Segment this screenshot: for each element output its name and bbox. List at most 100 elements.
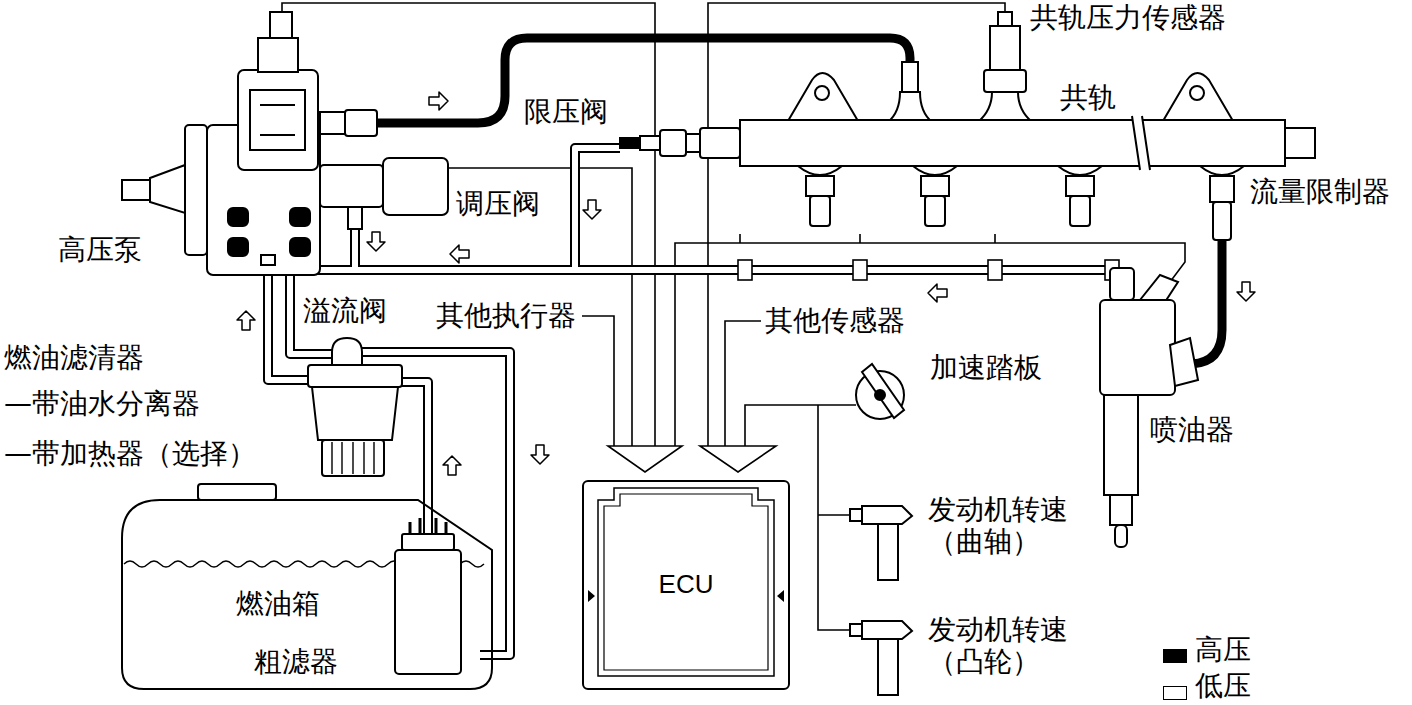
tank-outline [122, 500, 492, 689]
flow-limiter [1213, 202, 1231, 240]
rail-body [740, 120, 1285, 166]
node-text: 粗滤器 [254, 646, 338, 678]
sensor-hex [984, 70, 1026, 92]
legend-text: 低压 [1195, 672, 1251, 700]
injector-return [1110, 268, 1134, 300]
part-label: 喷油器 [1150, 414, 1234, 446]
rail-tab [788, 73, 858, 121]
filter-bowl [322, 440, 384, 476]
low-pressure-pipe [575, 148, 620, 270]
low-pressure-pipe [350, 228, 360, 270]
pressure-regulator [383, 158, 448, 215]
flow-arrow [443, 456, 461, 475]
node-text: 燃油箱 [236, 588, 320, 620]
rail-outlet [925, 196, 945, 226]
flow-arrow [367, 232, 385, 251]
part-label: 共轨压力传感器 [1030, 2, 1226, 34]
flow-limiter [1210, 176, 1234, 202]
pressure-limiter [660, 130, 686, 156]
ecu-frame [598, 488, 774, 676]
tank-cap [198, 484, 276, 500]
pump-port [348, 207, 362, 229]
pedal-lever [862, 364, 904, 418]
rail-tab-hole [815, 86, 829, 100]
flow-arrow [1237, 282, 1255, 301]
low-pressure-pipe [290, 270, 1112, 354]
rail-tab [1163, 73, 1233, 121]
speed-sensor [862, 621, 912, 639]
injector [1100, 268, 1198, 547]
speed-sensor [850, 509, 862, 521]
common-rail [620, 12, 1315, 240]
pressure-limiter [700, 128, 740, 158]
injector-nozzle [1115, 525, 1127, 547]
pedal-pivot [875, 390, 885, 400]
part-label: —带油水分离器 [4, 388, 200, 420]
injector-body [1110, 495, 1132, 525]
low-pressure-pipe [352, 228, 358, 270]
pipe-fitting [738, 260, 752, 280]
pump-cone [150, 165, 185, 213]
sensor-symbols [850, 364, 912, 695]
node-text: ECU [659, 570, 714, 600]
injector-inlet [1170, 338, 1198, 386]
pump-bolt [228, 208, 248, 226]
injector-body [1104, 395, 1138, 495]
legend-swatch [1163, 649, 1187, 663]
rail-outlet [1066, 176, 1094, 196]
pump-bolt [290, 208, 310, 226]
pump-flange [185, 125, 207, 255]
rail-inlet [888, 92, 932, 122]
low-pressure-pipe [402, 382, 428, 533]
rail-outlet [1070, 196, 1090, 226]
sensor-body [990, 26, 1020, 70]
low-pressure-pipe [575, 148, 620, 270]
pump-port [261, 255, 275, 265]
flow-arrow [237, 311, 255, 330]
part-label: 发动机转速 （凸轮） [928, 614, 1074, 678]
flow-arrow [928, 284, 947, 302]
speed-sensor [878, 524, 898, 580]
part-label: —带加热器（选择） [4, 438, 256, 470]
pressure-limiter [640, 136, 660, 150]
flow-arrow [583, 200, 601, 219]
legend-text: 高压 [1195, 636, 1251, 664]
rail-outlet [806, 176, 834, 196]
pump-detail [250, 90, 305, 150]
pump-adapter [320, 165, 383, 207]
pump-shaft [122, 180, 150, 200]
fuel-tank: 燃油箱粗滤器 [118, 478, 496, 693]
pump-bolt [290, 238, 310, 256]
flow-arrow [429, 92, 448, 110]
rail-break [1132, 118, 1150, 168]
part-label: 加速踏板 [930, 352, 1042, 384]
part-label: 共轨 [1060, 82, 1116, 114]
low-pressure-pipe [290, 270, 1112, 354]
part-label: 调压阀 [456, 188, 540, 220]
rail-outlet [921, 176, 949, 196]
rail-outlet [798, 166, 1244, 175]
speed-sensor [862, 506, 912, 524]
part-label: 燃油滤清器 [4, 342, 144, 374]
part-label: 溢流阀 [303, 295, 387, 327]
fuel-pump-pins [410, 518, 446, 534]
high-pressure-pipe [378, 38, 910, 123]
flow-arrow [450, 245, 469, 263]
pressure-limiter [620, 138, 640, 148]
pump-column [258, 38, 298, 72]
filter-head [308, 365, 402, 387]
high-pressure-pump [122, 12, 448, 275]
rail-end [1285, 128, 1315, 158]
part-label: 限压阀 [524, 96, 608, 128]
pipe-fitting [988, 260, 1002, 280]
fuel-pump-head [402, 534, 454, 550]
pressure-limiter [686, 134, 700, 152]
pump-bolt [228, 238, 248, 256]
flow-arrow [531, 445, 549, 464]
rail-inlet [902, 62, 918, 92]
part-label: 高压泵 [58, 234, 142, 266]
strainer-box [395, 550, 461, 674]
pump-outlet [320, 112, 345, 134]
